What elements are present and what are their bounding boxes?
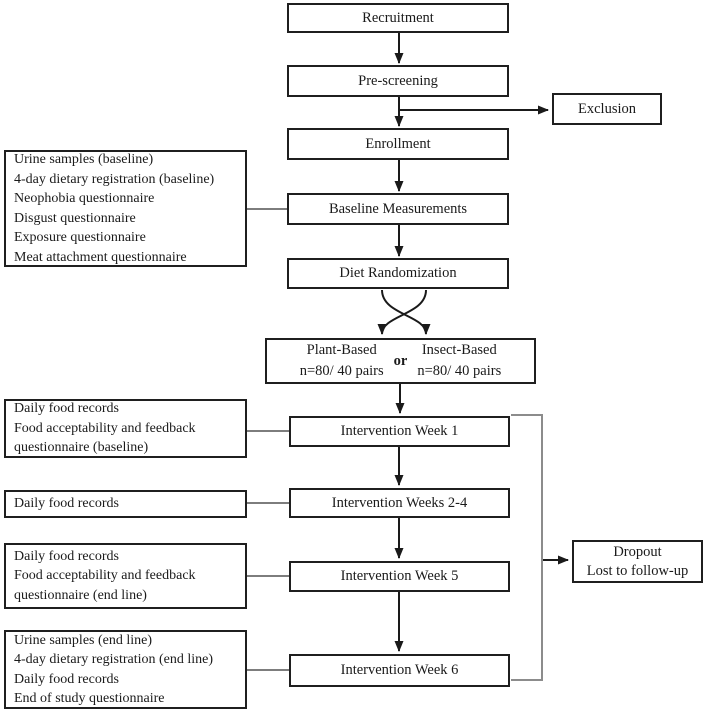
note-line: Neophobia questionnaire — [14, 191, 155, 206]
node-label: Intervention Week 5 — [340, 568, 459, 584]
note-line: Urine samples (baseline) — [14, 152, 154, 167]
node-enrollment: Enrollment — [287, 128, 509, 160]
note-line: Disgust questionnaire — [14, 210, 136, 226]
arm-n: n=80/ 40 pairs — [417, 363, 502, 379]
note-line: 4-day dietary registration (end line) — [14, 652, 214, 667]
arm-n: n=80/ 40 pairs — [299, 363, 384, 379]
node-intervention-week-6: Intervention Week 6 — [289, 654, 510, 687]
node-label: Exclusion — [578, 100, 636, 117]
node-label: Intervention Week 1 — [340, 423, 459, 439]
node-label: Pre-screening — [358, 72, 438, 89]
note-line: Meat attachment questionnaire — [14, 249, 187, 265]
node-label: Baseline Measurements — [328, 200, 468, 217]
node-pre-screening: Pre-screening — [287, 65, 509, 97]
note-intervention-weeks-2-4: Daily food records — [4, 490, 247, 518]
note-line: Daily food records — [14, 401, 119, 417]
arm-plant-based: Plant-Based n=80/ 40 pairs — [300, 340, 384, 382]
node-intervention-week-5: Intervention Week 5 — [289, 561, 510, 592]
crossover-arrow-left — [381, 289, 431, 335]
node-dropout: Dropout Lost to follow-up — [572, 540, 703, 583]
note-line: Exposure questionnaire — [14, 230, 146, 245]
arm-name: Insect-Based — [421, 342, 497, 358]
note-line: Urine samples (end line) — [14, 632, 153, 648]
dropout-line-1: Dropout — [613, 543, 662, 560]
note-line: Food acceptability and feedback — [14, 420, 196, 436]
node-exclusion: Exclusion — [552, 93, 662, 125]
arm-insect-based: Insect-Based n=80/ 40 pairs — [417, 340, 501, 382]
node-label: Diet Randomization — [339, 265, 457, 281]
node-label: Enrollment — [365, 135, 431, 152]
note-line: Food acceptability and feedback — [14, 568, 196, 584]
dropout-bracket — [511, 414, 543, 681]
node-label: Intervention Week 6 — [340, 662, 459, 678]
node-baseline-measurements: Baseline Measurements — [287, 193, 509, 225]
node-recruitment: Recruitment — [287, 3, 509, 33]
note-line: questionnaire (baseline) — [14, 440, 149, 456]
node-randomization-arms: Plant-Based n=80/ 40 pairs or Insect-Bas… — [265, 338, 536, 384]
node-label: Recruitment — [362, 9, 434, 26]
arm-name: Plant-Based — [306, 342, 377, 358]
dropout-line-2: Lost to follow-up — [586, 562, 689, 579]
note-line: questionnaire (end line) — [14, 587, 147, 603]
note-intervention-week-1: Daily food records Food acceptability an… — [4, 399, 247, 458]
crossover-arrow-right — [377, 289, 427, 335]
node-intervention-weeks-2-4: Intervention Weeks 2-4 — [289, 488, 510, 518]
note-line: Daily food records — [14, 671, 119, 687]
note-line: Daily food records — [14, 496, 119, 512]
note-intervention-week-6: Urine samples (end line) 4-day dietary r… — [4, 630, 247, 709]
node-label: Intervention Weeks 2-4 — [331, 494, 468, 511]
note-baseline-measurements: Urine samples (baseline) 4-day dietary r… — [4, 150, 247, 267]
note-line: 4-day dietary registration (baseline) — [14, 171, 215, 187]
note-intervention-week-5: Daily food records Food acceptability an… — [4, 543, 247, 609]
note-line: End of study questionnaire — [14, 691, 165, 706]
note-line: Daily food records — [14, 548, 119, 564]
node-intervention-week-1: Intervention Week 1 — [289, 416, 510, 447]
or-label: or — [393, 352, 408, 369]
node-diet-randomization: Diet Randomization — [287, 258, 509, 289]
